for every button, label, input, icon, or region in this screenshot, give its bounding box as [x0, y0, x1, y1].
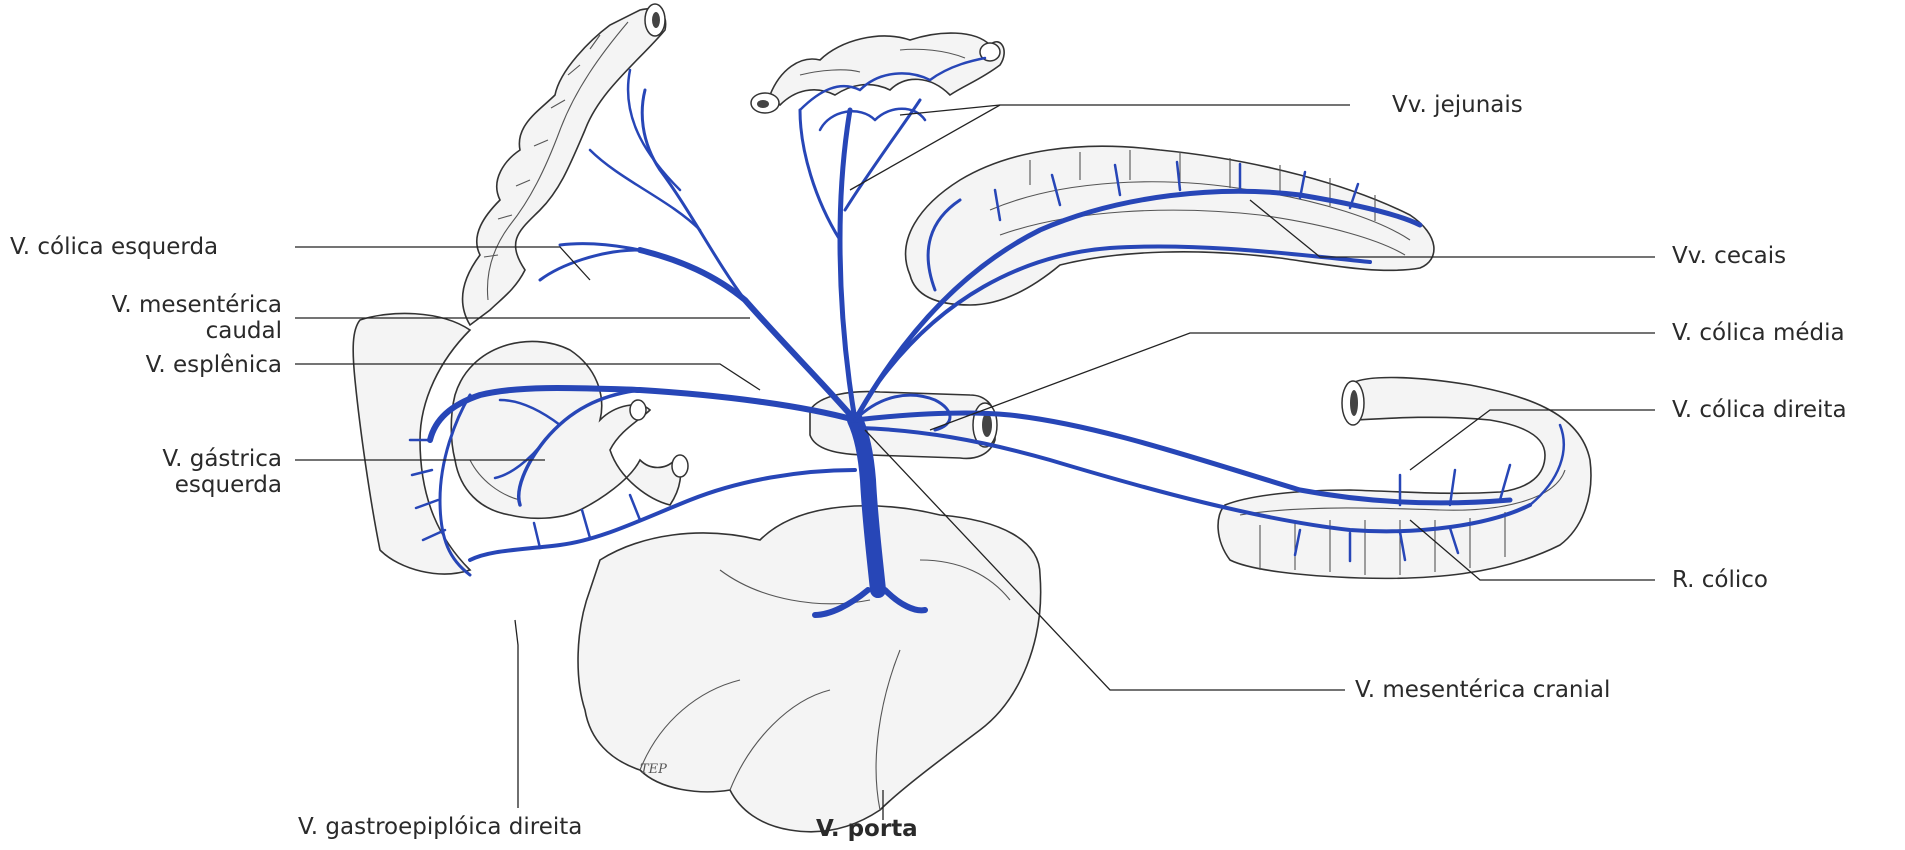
jejunum — [751, 33, 1004, 113]
label-v-porta: V. porta — [816, 816, 918, 842]
label-r-colico: R. cólico — [1672, 567, 1768, 593]
label-v-gastrica-esquerda: V. gástrica esquerda — [60, 446, 282, 498]
artist-signature: TEP — [640, 762, 667, 777]
stomach — [451, 341, 688, 518]
label-vv-cecais: Vv. cecais — [1672, 243, 1786, 269]
ascending-colon — [1218, 378, 1591, 579]
label-vv-jejunais: Vv. jejunais — [1392, 92, 1523, 118]
liver — [578, 506, 1041, 832]
label-v-gastrica-esquerda-line1: V. gástrica — [60, 446, 282, 472]
descending-colon — [463, 4, 666, 325]
cecum — [906, 146, 1434, 305]
label-v-colica-direita: V. cólica direita — [1672, 397, 1847, 423]
label-v-esplenica: V. esplênica — [60, 352, 282, 378]
label-v-mesenterica-caudal: V. mesentérica caudal — [60, 292, 282, 344]
label-v-colica-esquerda: V. cólica esquerda — [10, 234, 218, 260]
label-v-mesenterica-caudal-line2: caudal — [60, 318, 282, 344]
label-v-mesenterica-cranial: V. mesentérica cranial — [1355, 677, 1610, 703]
label-v-gastrica-esquerda-line2: esquerda — [60, 472, 282, 498]
label-v-mesenterica-caudal-line1: V. mesentérica — [60, 292, 282, 318]
label-v-gastroepiploica-direita: V. gastroepiplóica direita — [298, 814, 582, 840]
label-v-colica-media: V. cólica média — [1672, 320, 1845, 346]
